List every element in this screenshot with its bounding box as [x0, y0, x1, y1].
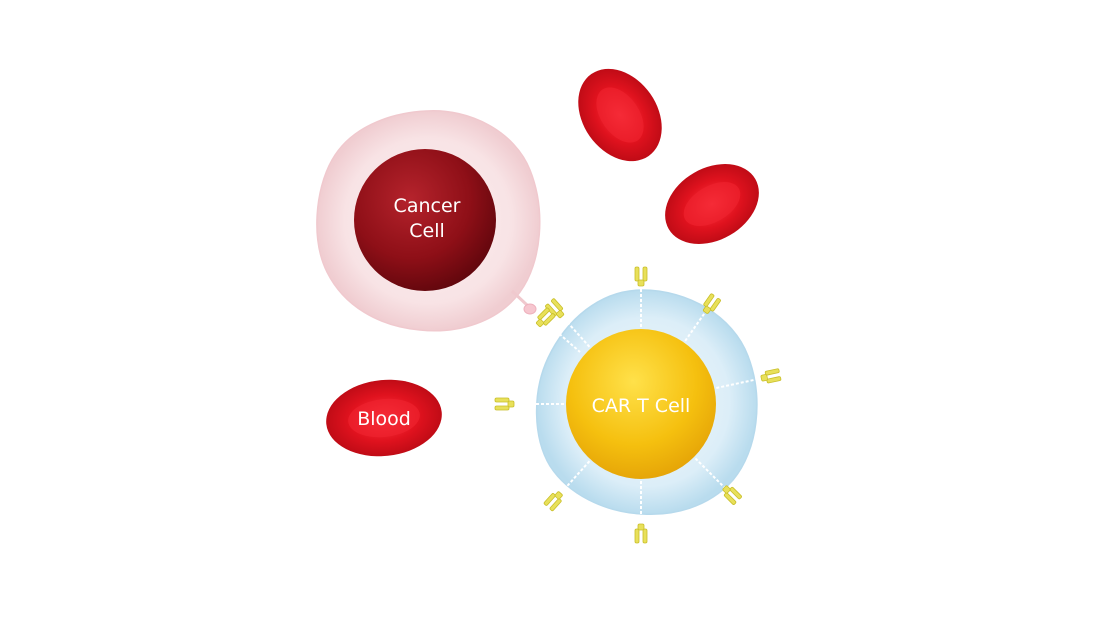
receptor-stalk	[681, 311, 707, 346]
blood-label: Blood	[357, 408, 411, 430]
cancer-cell-nucleus	[354, 149, 496, 291]
receptor-stalk	[561, 315, 594, 352]
car-receptor	[722, 485, 742, 505]
cancer-cell-label-line2: Cell	[409, 220, 445, 242]
car-receptor	[634, 523, 648, 544]
car-receptor	[760, 368, 782, 384]
car-t-cell-nucleus	[566, 329, 716, 479]
car-receptor	[545, 298, 565, 319]
cancer-cell: Cancer Cell	[316, 110, 541, 332]
receptor-stalk	[559, 456, 594, 494]
car-t-cell-label: CAR T Cell	[592, 395, 691, 417]
red-blood-cell-right	[665, 164, 759, 244]
car-receptor	[634, 266, 648, 287]
cancer-cell-label-line1: Cancer	[394, 195, 461, 217]
receptor-stalk	[711, 377, 762, 390]
receptor-stalk	[691, 454, 726, 489]
binding-connector	[510, 289, 537, 315]
red-blood-cell-top	[578, 68, 662, 162]
car-receptor	[494, 397, 515, 411]
car-receptors	[494, 266, 782, 544]
car-t-cell: CAR T Cell	[494, 266, 782, 544]
bound-car-receptor	[536, 307, 556, 327]
receptor-stalk	[547, 323, 581, 353]
blood-cell	[326, 379, 442, 457]
car-receptor	[543, 491, 563, 512]
car-receptor	[702, 293, 721, 314]
